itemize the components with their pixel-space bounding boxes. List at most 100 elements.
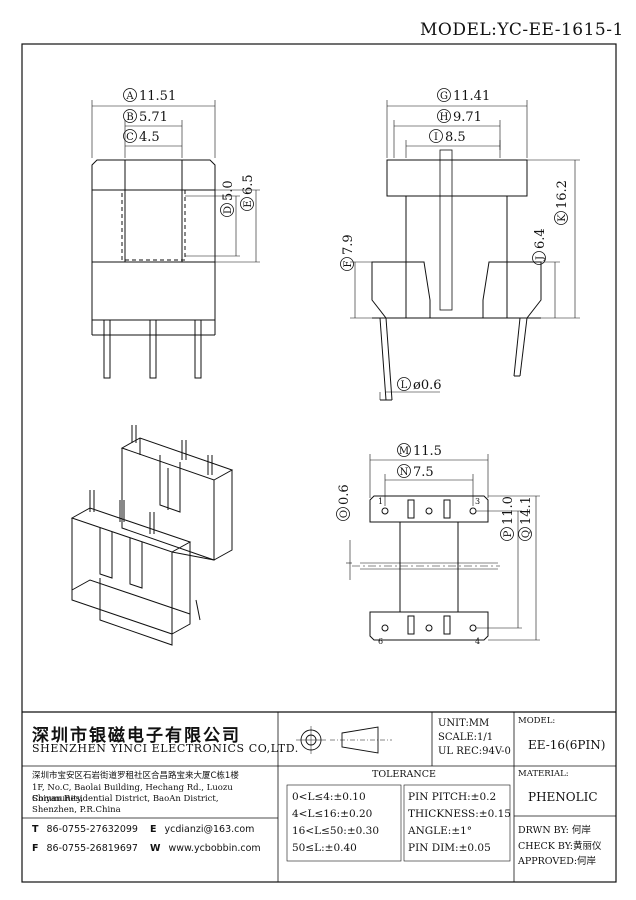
dimension-f: F 7.9 [340,234,356,271]
dimension-value: 8.5 [445,130,466,145]
dimension-letter: E [243,200,254,207]
dimension-letter: F [343,260,354,267]
tolerance-right-1: PIN PITCH:±0.2 [408,791,497,803]
dimension-j: J 6.4 [532,228,548,265]
dimension-letter-circle [220,203,234,217]
dimension-c: C 4.5 [123,129,160,145]
dimension-letter: G [440,91,448,102]
dimension-letter: I [434,132,438,143]
dimension-value: 5.0 [221,180,236,201]
dimension-letter-circle [518,527,532,541]
dimension-value: 6.4 [533,228,548,249]
dimension-d: D 5.0 [220,180,236,217]
pin-numbers: 1 3 6 4 [378,497,480,646]
dimension-value: 11.0 [501,496,516,525]
dimension-value: 5.71 [139,110,168,125]
projection-symbol [296,726,392,754]
fax-number: 86-0755-26819697 [46,843,138,854]
address-en-line-2: Shiyan Residential District, BaoAn Distr… [32,794,219,804]
dimension-value: 11.51 [139,89,176,104]
email-address[interactable]: ycdianzi@163.com [164,824,255,835]
tolerance-right-3: ANGLE:±1° [408,825,473,837]
ul-rec-label: UL REC:94V-0 [438,746,511,757]
dimension-letter: J [535,256,546,261]
tolerance-title: TOLERANCE [372,769,436,780]
dimension-value: 7.5 [413,465,434,480]
dimension-letter-circle [336,507,350,521]
drawn-by: DRWN BY: 何岸 [518,825,591,836]
dimension-letter: M [399,446,409,457]
dimension-o: O 0.6 [336,484,352,521]
dimension-e: E 6.5 [240,174,256,211]
dimension-letter-circle [437,109,451,123]
dimension-value: 0.6 [337,484,352,505]
dimension-letter: H [440,112,449,123]
dimension-labels: A 11.51B 5.71C 4.5 G 11.41H 9.71I 8.5D 5.0E 6.5K 1… [123,88,570,541]
approved-by-name: 何岸 [577,856,597,867]
dimension-letter: O [339,510,350,518]
dimension-letter: A [125,91,134,102]
dimension-value: 6.5 [241,174,256,195]
dimension-letter-circle [437,88,451,102]
dimension-h: H 9.71 [437,109,482,125]
dimension-letter-circle [397,377,411,391]
dimension-value: 9.71 [453,110,482,125]
address-en-line-3: Shenzhen, P.R.China [32,805,121,815]
dimension-letter-circle [554,211,568,225]
model-title: MODEL:YC-EE-1615-1 [420,20,624,40]
check-by-name: 黄丽仪 [573,841,602,852]
website-link[interactable]: www.ycbobbin.com [168,843,261,854]
model-value: EE-16(6PIN) [528,738,606,752]
pin-number-3: 3 [475,497,480,506]
tolerance-left-4: 50≤L:±0.40 [292,842,357,854]
side-view [350,100,580,401]
front-view [91,100,260,379]
address-cn: 深圳市宝安区石岩街道罗租社区合昌路宝来大厦C栋1楼 [32,771,239,781]
phone-number: 86-0755-27632099 [46,824,138,835]
dimension-value: 7.9 [341,234,356,255]
material-header: MATERIAL: [518,769,569,779]
tolerance-left-1: 0<L≤4:±0.10 [292,791,366,803]
isometric-view [70,425,234,646]
dimension-b: B 5.71 [123,109,168,125]
dimension-letter-circle [429,129,443,143]
title-block-grid [22,712,616,882]
dimension-letter: B [126,112,133,123]
pin-number-6: 6 [378,637,383,646]
dimension-q: Q14.1 [518,496,534,541]
approved-by: APPROVED:何岸 [518,856,597,867]
dimension-letter-circle [397,443,411,457]
tolerance-right-2: THICKNESS:±0.15 [408,808,511,820]
company-name-cn: 深圳市银磁电子有限公司 [32,726,241,746]
dimension-letter-circle [123,109,137,123]
dimension-letter: C [126,132,134,143]
dimension-i: I 8.5 [429,129,466,145]
drawn-by-name: 何岸 [571,825,591,836]
dimension-value: 4.5 [139,130,160,145]
dimension-letter: L [401,380,408,391]
model-header: MODEL: [518,716,556,726]
dimension-letter-circle [397,464,411,478]
bottom-view [346,454,540,641]
dimension-letter: K [557,214,568,222]
dimension-letter: P [503,530,514,537]
pin-number-4: 4 [475,637,480,646]
dimension-letter: N [400,467,409,478]
dimension-letter-circle [123,129,137,143]
dimension-p: P 11.0 [500,496,516,541]
dimension-letter: Q [521,530,532,538]
pin-number-1: 1 [378,497,383,506]
dimension-value: 11.41 [453,89,490,104]
tolerance-right-4: PIN DIM:±0.05 [408,842,491,854]
dimension-letter: D [223,206,234,214]
dimension-letter-circle [532,251,546,265]
dimension-value: ø0.6 [413,378,442,393]
tolerance-left-2: 4<L≤16:±0.20 [292,808,373,820]
